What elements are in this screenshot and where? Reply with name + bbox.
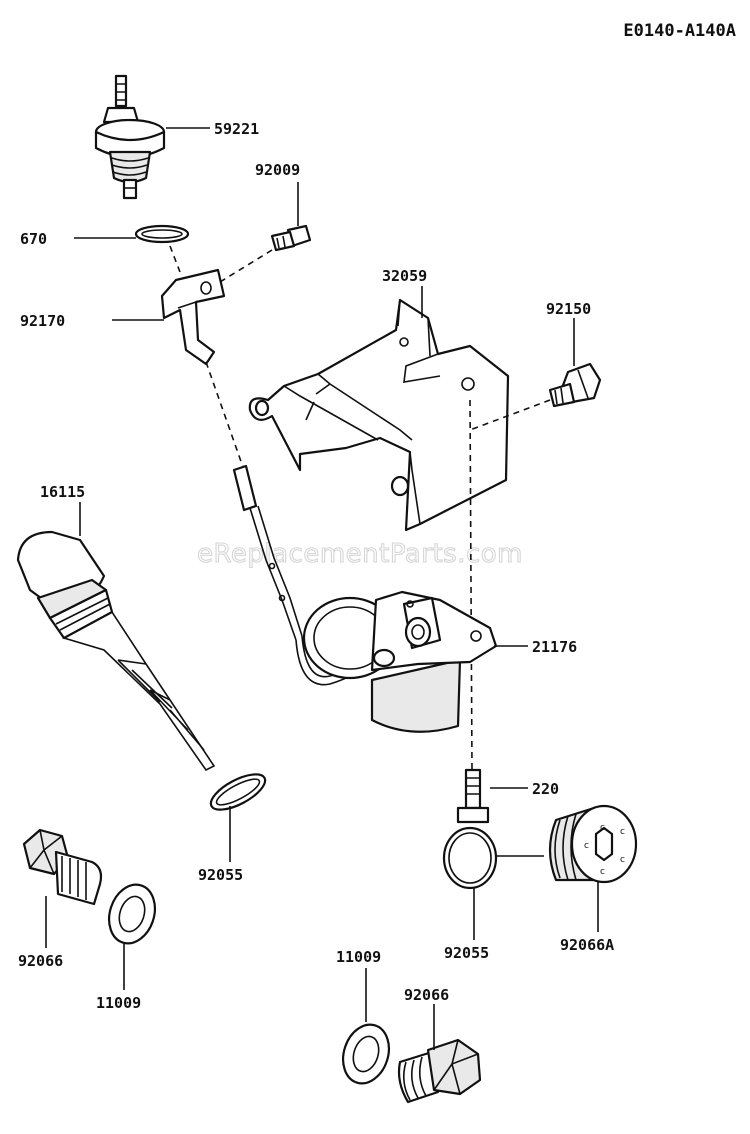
dipstick-16115[interactable] <box>16 530 216 772</box>
ref-11009-left: 11009 <box>96 994 141 1012</box>
clamp-bracket-92170[interactable] <box>160 268 226 366</box>
ref-92009: 92009 <box>255 161 300 179</box>
ref-11009-bottom: 11009 <box>336 948 381 966</box>
ref-220: 220 <box>532 780 559 798</box>
ref-92170: 92170 <box>20 312 65 330</box>
ref-92066A: 92066A <box>560 936 614 954</box>
svg-text:c: c <box>600 867 605 877</box>
ref-16115: 16115 <box>40 483 85 501</box>
screw-220[interactable] <box>456 768 490 824</box>
ref-92055-right: 92055 <box>444 944 489 962</box>
svg-text:c: c <box>620 855 625 865</box>
watermark: eReplacementParts.com <box>197 539 523 569</box>
ref-32059: 32059 <box>382 267 427 285</box>
washer-11009-bottom[interactable] <box>336 1019 396 1090</box>
mounting-bracket-32059[interactable] <box>248 298 510 532</box>
ref-92066-bottom: 92066 <box>404 986 449 1004</box>
carburetor-21176[interactable] <box>302 590 498 733</box>
o-ring-670[interactable] <box>134 224 190 244</box>
screw-92009[interactable] <box>270 224 312 252</box>
o-ring-92055-left[interactable] <box>206 767 270 816</box>
drain-plug-92066-left[interactable] <box>22 828 103 906</box>
svg-text:c: c <box>584 841 589 851</box>
ref-92055-left: 92055 <box>198 866 243 884</box>
drain-plug-92066A[interactable]: c c c c c <box>548 804 638 884</box>
drain-plug-92066-bottom[interactable] <box>397 1038 482 1104</box>
ref-92150: 92150 <box>546 300 591 318</box>
fuel-valve-part[interactable] <box>94 74 166 200</box>
ref-59221: 59221 <box>214 120 259 138</box>
ref-670: 670 <box>20 230 47 248</box>
ref-21176: 21176 <box>532 638 577 656</box>
svg-text:c: c <box>600 823 605 833</box>
bolt-92150[interactable] <box>548 362 602 408</box>
washer-11009-left[interactable] <box>102 879 162 950</box>
diagram-code: E0140-A140A <box>623 21 736 41</box>
svg-text:c: c <box>620 827 625 837</box>
ref-92066-left: 92066 <box>18 952 63 970</box>
o-ring-92055-right[interactable] <box>442 826 498 890</box>
